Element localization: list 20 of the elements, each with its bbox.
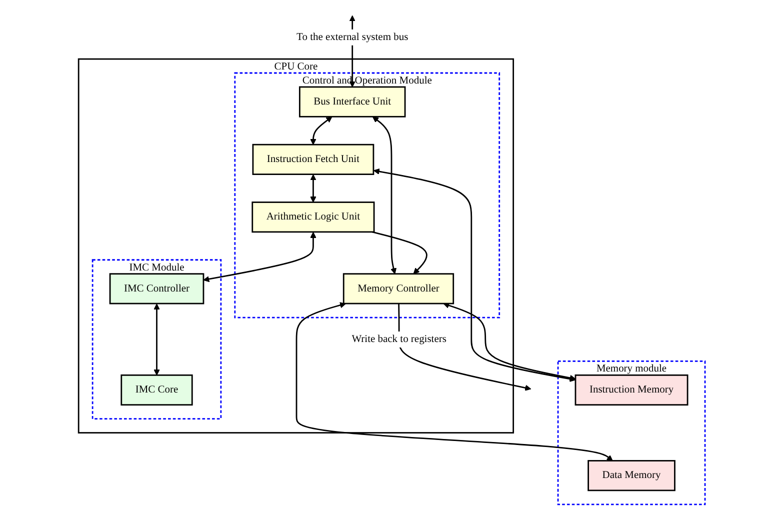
arrow xyxy=(296,302,614,461)
process-box: Instruction Memory xyxy=(574,374,688,406)
arrow xyxy=(372,231,428,274)
arrow xyxy=(398,304,532,391)
process-box: Instruction Fetch Unit xyxy=(252,144,374,175)
process-box: IMC Controller xyxy=(110,273,204,304)
process-box: Data Memory xyxy=(588,460,676,492)
arrow xyxy=(310,116,332,145)
arrow xyxy=(154,304,160,376)
arrow xyxy=(310,174,316,203)
process-box: Bus Interface Unit xyxy=(299,86,406,118)
process-box: Arithmetic Logic Unit xyxy=(252,202,375,233)
arrow xyxy=(372,116,397,274)
arrow xyxy=(203,232,316,282)
arrow xyxy=(374,168,576,382)
process-box: IMC Core xyxy=(120,374,193,406)
edge-label: To the external system bus xyxy=(296,29,408,46)
edge-label: Write back to registers xyxy=(352,332,447,348)
arrow xyxy=(443,302,576,381)
process-box: Memory Controller xyxy=(343,273,454,304)
